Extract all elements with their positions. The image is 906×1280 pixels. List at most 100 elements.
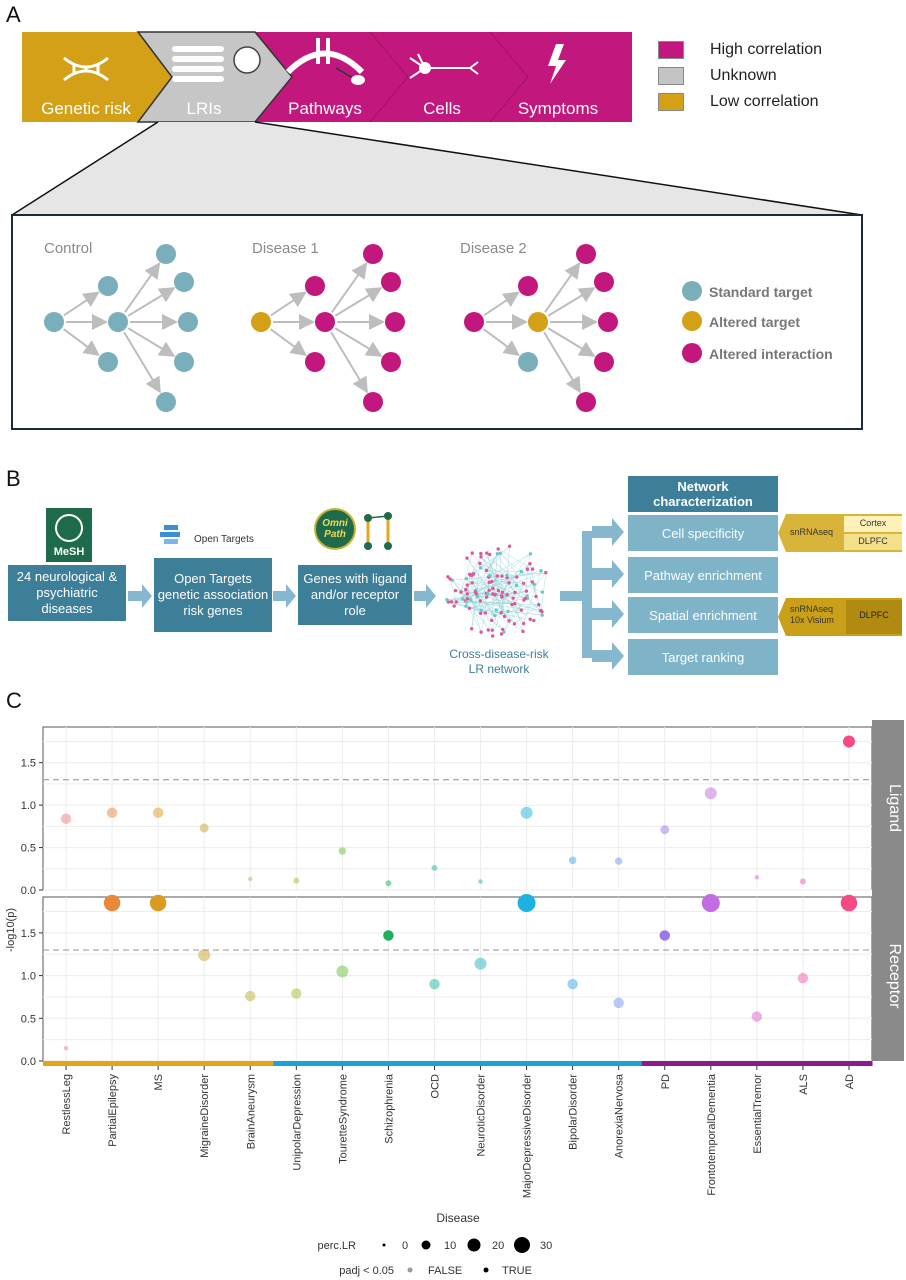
- network-edge: [449, 578, 457, 602]
- graph-node: [594, 352, 614, 372]
- disease-group-bar: [595, 1061, 643, 1066]
- network-edge: [500, 553, 535, 585]
- network-node: [544, 570, 548, 575]
- padj-legend-title: padj < 0.05: [339, 1265, 394, 1277]
- tag-region-label: DLPFC: [859, 610, 889, 620]
- legend-swatch-low: [658, 93, 684, 111]
- disease-group-bar: [89, 1061, 136, 1066]
- legend-label: High correlation: [710, 41, 823, 58]
- network-node: [525, 567, 530, 571]
- network-edge: [514, 604, 539, 624]
- graph-edge: [334, 287, 383, 317]
- network-node: [487, 588, 491, 593]
- network-characterization-header: Network characterization: [628, 476, 778, 512]
- y-tick-label: 1.0: [21, 800, 36, 812]
- facet-frame: [42, 896, 873, 1062]
- chevron-label: Genetic risk: [41, 99, 131, 118]
- network-edge: [501, 596, 524, 632]
- network-node: [479, 555, 483, 559]
- graph-node: [108, 312, 128, 332]
- network-node: [452, 604, 456, 608]
- x-tick-label: EssentialTremor: [752, 1074, 764, 1154]
- network-node: [491, 592, 495, 596]
- network-edge: [451, 590, 490, 603]
- graph-node: [363, 244, 383, 264]
- network-edge: [460, 582, 510, 593]
- y-axis-label: -log10(p): [5, 908, 17, 952]
- y-tick-label: 1.0: [21, 971, 36, 983]
- network-node: [464, 604, 468, 608]
- graph-edge: [544, 262, 581, 313]
- network-node: [519, 608, 524, 612]
- network-node: [501, 627, 505, 632]
- network-node: [505, 593, 509, 597]
- data-point: [199, 823, 209, 833]
- network-node: [488, 573, 492, 578]
- facet-strip: [872, 890, 904, 1061]
- size-legend-dot: [382, 1243, 386, 1247]
- panel-b-letter: B: [6, 466, 21, 491]
- network-node: [453, 588, 458, 593]
- facet-panel: 0.00.51.01.5: [21, 890, 904, 1068]
- network-edge: [494, 594, 510, 621]
- network-node: [471, 572, 476, 576]
- open-targets-logo-text: Open Targets: [194, 534, 254, 545]
- data-point: [754, 875, 760, 880]
- padj-legend-false-dot: [407, 1267, 413, 1273]
- network-node: [507, 581, 511, 585]
- zoom-line: [254, 121, 863, 216]
- facet-label-receptor: Receptor: [886, 944, 903, 1010]
- data-point: [63, 1045, 69, 1051]
- data-point: [613, 997, 624, 1009]
- data-point: [431, 864, 438, 871]
- network-node: [500, 590, 505, 594]
- network-node: [465, 592, 470, 596]
- legend-swatch-high: [658, 41, 684, 59]
- network-graphs: [44, 244, 618, 412]
- graph-node: [576, 244, 596, 264]
- graph-node: [98, 352, 118, 372]
- mesh-logo-text: MeSH: [53, 546, 85, 558]
- size-legend-dot: [421, 1240, 431, 1250]
- network-node: [525, 594, 529, 598]
- network-node: [513, 601, 517, 606]
- network-node: [484, 568, 489, 573]
- network-node: [459, 590, 463, 594]
- data-point: [291, 988, 302, 999]
- x-tick-label: BipolarDisorder: [568, 1074, 580, 1150]
- network-node: [505, 573, 509, 577]
- disease-group-bar: [779, 1061, 827, 1066]
- x-tick-label: ALS: [798, 1074, 810, 1095]
- y-tick-label: 0.5: [21, 1013, 36, 1025]
- data-point: [660, 825, 670, 835]
- disease-group-bar: [503, 1061, 551, 1066]
- network-node: [524, 589, 529, 593]
- network-node: [540, 590, 545, 594]
- network-node: [479, 566, 483, 570]
- network-node: [539, 608, 543, 613]
- network-node: [475, 594, 480, 599]
- network-node: [495, 574, 500, 578]
- network-node: [539, 569, 543, 573]
- step-risk-genes-box: Open Targets genetic association risk ge…: [154, 558, 272, 632]
- legend-row: Low correlation: [658, 90, 822, 114]
- disease-group-bar: [457, 1061, 505, 1066]
- network-node: [523, 596, 528, 601]
- graph-node: [381, 272, 401, 292]
- data-point: [336, 965, 349, 978]
- network-node: [502, 614, 507, 619]
- graph-edge: [331, 262, 368, 313]
- data-point: [478, 879, 483, 884]
- data-point: [383, 930, 394, 941]
- network-node: [528, 552, 533, 556]
- disease-group-bar: [43, 1061, 90, 1066]
- data-point: [338, 847, 347, 855]
- tag-assay-label: snRNAseq 10x Visium: [790, 604, 834, 625]
- target-ranking-box: Target ranking: [628, 639, 778, 675]
- ligand-receptor-network-icon: [364, 512, 392, 550]
- disease-group-bar: [365, 1061, 412, 1066]
- graph-edge: [270, 328, 307, 357]
- size-legend-dot: [514, 1237, 530, 1253]
- cell-specificity-box: Cell specificity: [628, 515, 778, 551]
- x-tick-label: OCD: [429, 1074, 441, 1099]
